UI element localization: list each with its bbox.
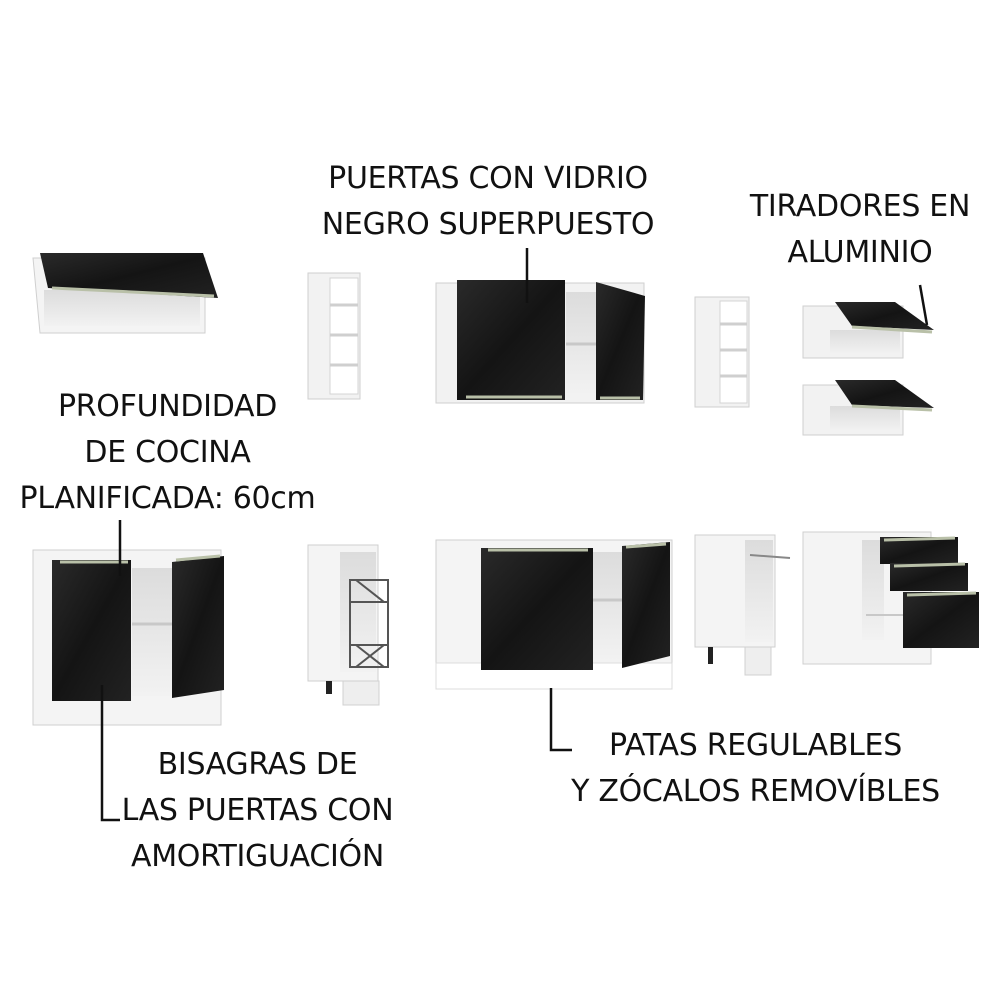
upper-cabinet-flip-top bbox=[802, 302, 934, 359]
upper-cabinet-flip-bottom bbox=[802, 380, 934, 436]
base-cabinet-double-door bbox=[32, 549, 224, 726]
label-depth-line1: PROFUNDIDAD bbox=[57, 389, 278, 424]
label-hinges-line1: BISAGRAS DE bbox=[157, 747, 358, 782]
label-handles-line2: ALUMINIO bbox=[787, 235, 933, 270]
label-hinges-line3: AMORTIGUACIÓN bbox=[130, 839, 384, 874]
label-hinges-line2: LAS PUERTAS CON bbox=[121, 793, 394, 828]
upper-cabinet-double-door bbox=[435, 280, 645, 404]
upper-open-shelf-narrow bbox=[307, 272, 361, 400]
label-depth: PROFUNDIDAD DE COCINA PLANIFICADA: 60cm bbox=[15, 384, 320, 522]
label-depth-line2: DE COCINA bbox=[84, 435, 251, 470]
label-glass-doors-line1: PUERTAS CON VIDRIO bbox=[328, 161, 648, 196]
label-legs-line2: Y ZÓCALOS REMOVÍBLES bbox=[571, 774, 940, 809]
base-cabinet-pullout-basket bbox=[307, 544, 389, 706]
label-glass-doors: PUERTAS CON VIDRIO NEGRO SUPERPUESTO bbox=[318, 156, 658, 248]
base-cabinet-towel-rack bbox=[694, 534, 791, 676]
label-handles: TIRADORES EN ALUMINIO bbox=[745, 184, 975, 276]
label-depth-line3: PLANIFICADA: 60cm bbox=[19, 481, 316, 516]
leader-legs bbox=[549, 688, 572, 752]
leader-lines bbox=[100, 248, 929, 822]
label-hinges: BISAGRAS DE LAS PUERTAS CON AMORTIGUACIÓ… bbox=[120, 742, 395, 880]
handle-icon bbox=[51, 286, 215, 298]
base-cabinet-sink bbox=[435, 539, 673, 690]
label-glass-doors-line2: NEGRO SUPERPUESTO bbox=[321, 207, 655, 242]
label-legs-line1: PATAS REGULABLES bbox=[609, 728, 902, 763]
upper-cabinet-flip-wide bbox=[32, 253, 218, 334]
leader-hinges bbox=[100, 685, 120, 822]
label-handles-line1: TIRADORES EN bbox=[749, 189, 971, 224]
label-legs: PATAS REGULABLES Y ZÓCALOS REMOVÍBLES bbox=[568, 723, 943, 815]
base-cabinet-drawers bbox=[802, 531, 979, 665]
upper-open-shelf-small bbox=[694, 296, 750, 408]
leader-handles bbox=[918, 284, 929, 326]
